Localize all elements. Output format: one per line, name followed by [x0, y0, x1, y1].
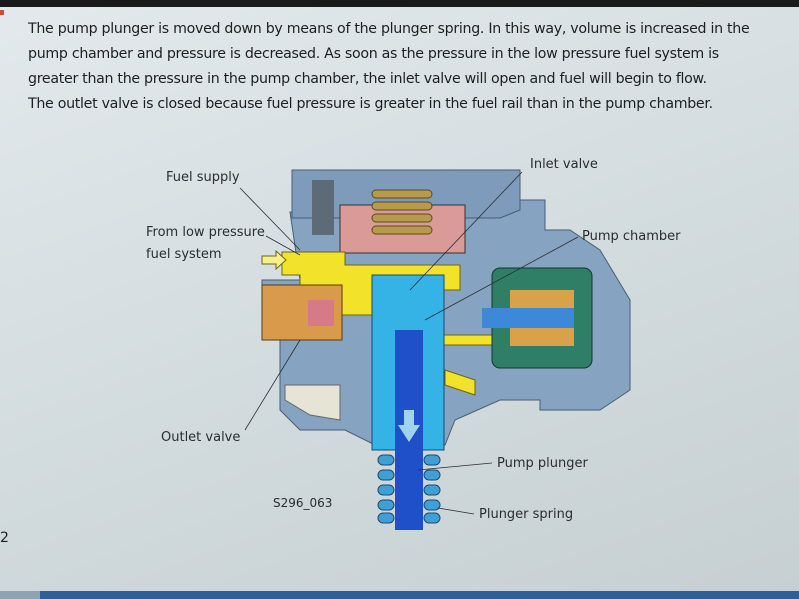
description-paragraph: The pump plunger is moved down by means …: [28, 17, 788, 117]
paragraph-line: greater than the pressure in the pump ch…: [28, 71, 707, 87]
housing-lower-insert: [284, 384, 341, 421]
paragraph-line: The outlet valve is closed because fuel …: [28, 96, 713, 112]
page-marker: [0, 10, 4, 15]
outlet-valve-spring: [308, 300, 334, 326]
label-from-low-pressure: From low pressure: [146, 225, 265, 240]
leader-lines: [239, 171, 579, 515]
solenoid-plunger: [482, 308, 574, 328]
label-pump-chamber: Pump chamber: [582, 229, 681, 244]
figure-id: S296_063: [273, 496, 333, 510]
label-fuel-supply: Fuel supply: [166, 170, 240, 185]
bolt: [312, 180, 334, 235]
paragraph-line: pump chamber and pressure is decreased. …: [28, 46, 719, 62]
pump-housing: [261, 199, 631, 446]
label-pump-plunger: Pump plunger: [497, 456, 588, 471]
down-arrow: [398, 410, 420, 442]
label-plunger-spring: Plunger spring: [479, 507, 574, 522]
inlet-arrow-icon: [261, 249, 287, 271]
label-inlet-valve: Inlet valve: [530, 157, 598, 172]
paragraph-line: The pump plunger is moved down by means …: [28, 21, 750, 37]
taskbar-edge: [0, 591, 799, 599]
screen-top-edge: [0, 0, 799, 7]
page-number: 2: [0, 530, 9, 546]
plunger-spring: [377, 454, 441, 524]
fuel-passage-right: [444, 369, 476, 396]
label-fuel-system: fuel system: [146, 247, 222, 262]
label-outlet-valve: Outlet valve: [161, 430, 241, 445]
inlet-spring: [371, 189, 433, 235]
